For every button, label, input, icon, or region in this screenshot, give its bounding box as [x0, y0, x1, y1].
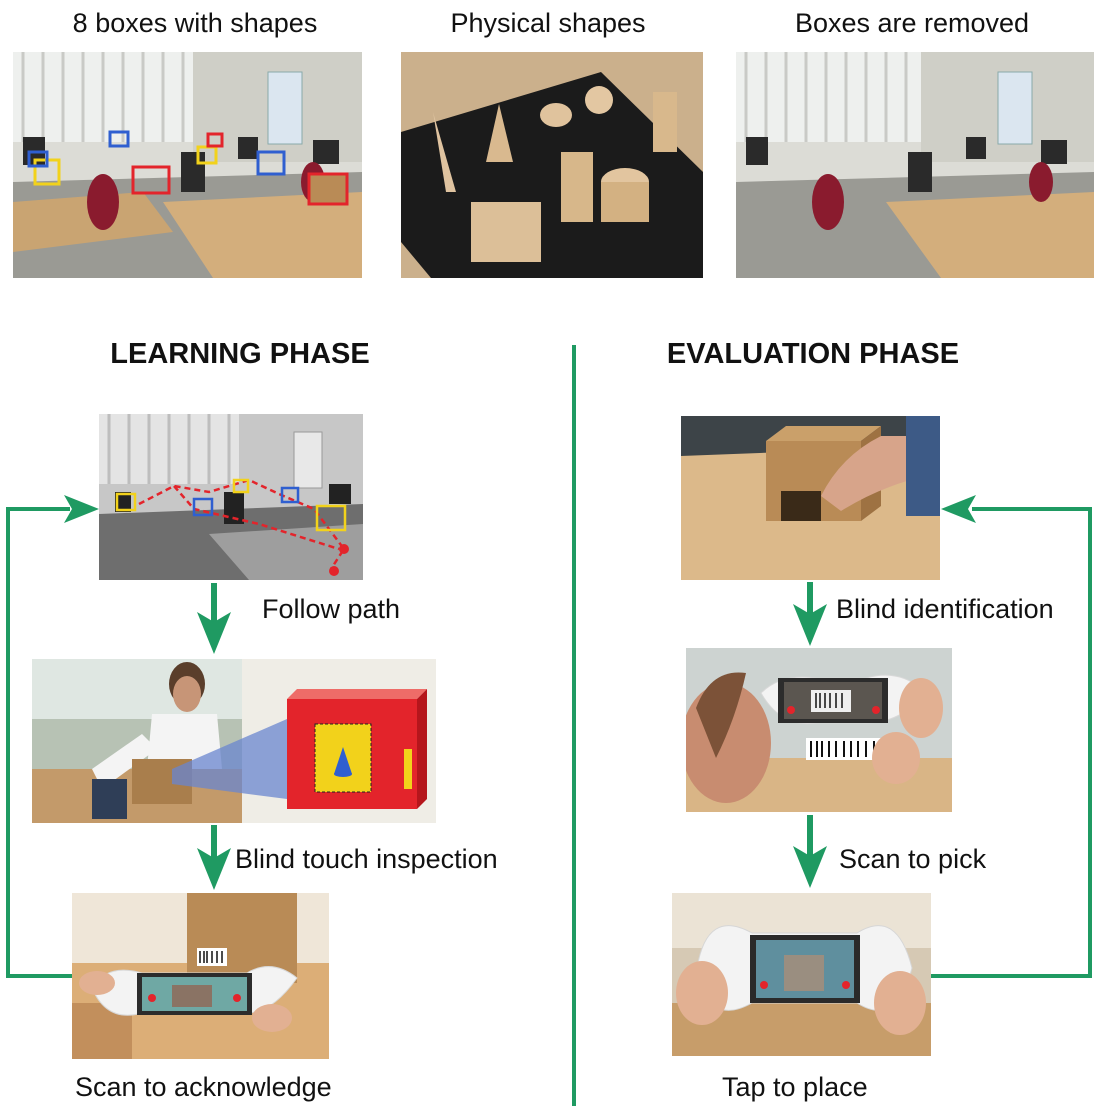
- caption-8-boxes: 8 boxes with shapes: [72, 8, 318, 38]
- scan-to-acknowledge-photo: [72, 893, 329, 1059]
- caption-physical-shapes: Physical shapes: [450, 8, 646, 38]
- caption-boxes-removed: Boxes are removed: [794, 8, 1030, 38]
- blind-identification-photo: [681, 416, 940, 580]
- evaluation-step2-label: Scan to pick: [839, 844, 987, 874]
- office-no-boxes-photo: [736, 52, 1094, 278]
- learning-loop-arrow: [6, 507, 72, 978]
- office-with-boxes-photo: [13, 52, 362, 278]
- down-arrow-learning-2: [197, 825, 231, 890]
- evaluation-loop-arrowhead: [941, 495, 976, 523]
- learning-step3-label: Scan to acknowledge: [75, 1072, 332, 1102]
- evaluation-step1-label: Blind identification: [836, 594, 1054, 624]
- down-arrow-evaluation-2: [793, 815, 827, 888]
- evaluation-phase-title: EVALUATION PHASE: [666, 338, 960, 370]
- learning-step2-label: Blind touch inspection: [235, 844, 498, 874]
- follow-path-photo: [99, 414, 363, 580]
- tap-to-place-photo: [672, 893, 931, 1056]
- down-arrow-evaluation-1: [793, 582, 827, 646]
- learning-loop-arrowhead: [64, 495, 99, 523]
- down-arrow-learning-1: [197, 583, 231, 654]
- blind-touch-inspection-photo: [32, 659, 436, 823]
- learning-step1-label: Follow path: [262, 594, 401, 624]
- learning-phase-title: LEARNING PHASE: [110, 338, 370, 370]
- evaluation-step3-label: Tap to place: [722, 1072, 868, 1102]
- evaluation-loop-arrow: [931, 507, 1092, 978]
- scan-to-pick-photo: [686, 648, 952, 812]
- wooden-shapes-photo: [401, 52, 703, 278]
